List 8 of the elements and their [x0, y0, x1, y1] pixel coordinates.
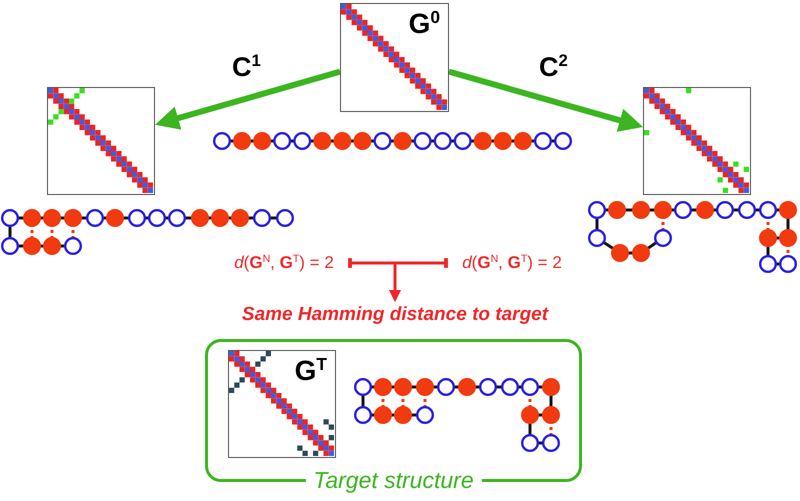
distance-formula: d(G$^{N}$, G$^{T}$) = 2: [218, 251, 350, 275]
distance-formula: d(G$^{N}$, G$^{T}$) = 2: [446, 251, 578, 275]
arrow: [389, 258, 448, 302]
matrix-label: G$^{T}$: [294, 355, 327, 387]
result-heading: Same Hamming distance to target: [215, 302, 575, 328]
matrix-label: G$^{0}$: [408, 8, 440, 40]
arrow: [448, 68, 643, 132]
arrow: [155, 68, 341, 130]
